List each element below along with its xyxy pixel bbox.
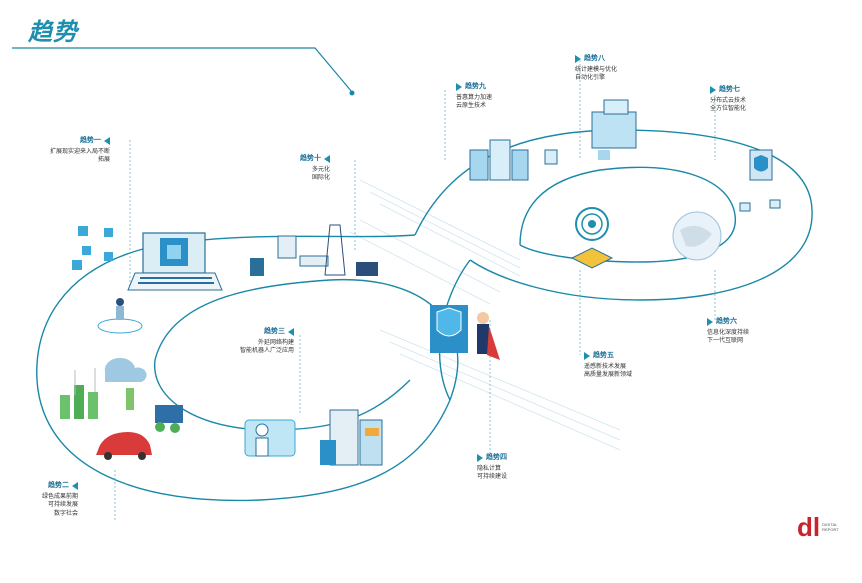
trend-9-line-2: 云原生技术 bbox=[456, 103, 487, 109]
trend-8-line-2: 自动化引擎 bbox=[575, 75, 606, 81]
trend-3-line-1: 外延网络构建 bbox=[258, 339, 295, 346]
trend-7-line-2: 全方位智能化 bbox=[710, 106, 747, 112]
leader-lines bbox=[114, 60, 716, 520]
trend-10-label: 趋势十 多元化 国际化 bbox=[300, 155, 330, 183]
trend-4-line-2: 可持续建设 bbox=[477, 474, 508, 480]
pointer-icon bbox=[104, 137, 111, 146]
trend-10-heading: 趋势十 bbox=[300, 155, 321, 162]
trend-5-line-1: 遥感新技术发展 bbox=[584, 363, 627, 370]
trend-1-line-2: 拓展 bbox=[98, 157, 111, 163]
trend-9-label: 趋势九 普惠算力加速 云原生技术 bbox=[456, 83, 492, 111]
green-city-illustration bbox=[60, 357, 183, 433]
trend-9-line-1: 普惠算力加速 bbox=[456, 94, 493, 101]
pointer-icon bbox=[575, 55, 581, 64]
fingerprint-chip-illustration bbox=[570, 207, 614, 269]
trend-1-heading: 趋势一 bbox=[80, 137, 102, 144]
trend-6-label: 趋势六 信息化深度持续 下一代互联网 bbox=[707, 318, 749, 346]
security-person-illustration bbox=[430, 305, 500, 360]
logo-sub-2: REPORT bbox=[822, 527, 839, 532]
trend-1-label: 趋势一 扩展现实迎来入局不断 拓展 bbox=[50, 137, 111, 165]
logo-sub-1: DIGITAL bbox=[822, 522, 838, 527]
trend-2-line-1: 绿色成果前期 bbox=[42, 493, 79, 500]
laptop-illustration bbox=[127, 232, 223, 291]
trend-4-line-1: 隐私计算 bbox=[477, 465, 502, 472]
trend-5-label: 趋势五 遥感新技术发展 高质量发展新领域 bbox=[584, 352, 632, 380]
infinity-left-lobe bbox=[36, 234, 459, 502]
trend-5-heading: 趋势五 bbox=[593, 352, 614, 359]
car-illustration bbox=[96, 432, 152, 460]
trend-6-line-2: 下一代互联网 bbox=[707, 338, 744, 344]
title-underline bbox=[12, 47, 353, 93]
vr-person-illustration bbox=[97, 298, 143, 334]
logo-subtext: DIGITAL REPORT bbox=[822, 522, 839, 532]
trend-8-line-1: 统计建模与优化 bbox=[575, 66, 618, 73]
pointer-icon bbox=[288, 328, 295, 337]
trend-2-line-3: 数字社会 bbox=[54, 510, 79, 517]
trend-7-heading: 趋势七 bbox=[719, 86, 740, 93]
pointer-icon bbox=[707, 318, 713, 327]
cloud-servers-illustration bbox=[469, 139, 558, 181]
globe-illustration bbox=[672, 211, 722, 261]
trend-10-line-2: 国际化 bbox=[311, 175, 330, 181]
trend-2-line-2: 可持续发展 bbox=[48, 502, 79, 508]
title-underline-dot bbox=[349, 90, 355, 96]
pointer-icon bbox=[72, 482, 79, 491]
pointer-icon bbox=[456, 83, 462, 92]
robot-illustration bbox=[244, 419, 296, 457]
logo-mark: dl bbox=[797, 512, 821, 542]
shield-document-illustration bbox=[739, 149, 781, 212]
pointer-icon bbox=[584, 352, 590, 361]
trend-3-heading: 趋势三 bbox=[264, 328, 286, 335]
trend-2-heading: 趋势二 bbox=[48, 482, 70, 489]
server-rack-illustration bbox=[320, 409, 383, 466]
trend-1-line-1: 扩展现实迎来入局不断 bbox=[50, 148, 111, 155]
trend-4-label: 趋势四 隐私计算 可持续建设 bbox=[477, 454, 507, 482]
page-title: 趋势 bbox=[28, 19, 78, 46]
trend-7-line-1: 分布式云技术 bbox=[710, 97, 747, 104]
background-streaks bbox=[349, 179, 621, 451]
trend-3-label: 趋势三 外延网络构建 智能机器人广泛应用 bbox=[240, 328, 295, 356]
pointer-icon bbox=[710, 86, 716, 95]
trend-8-heading: 趋势八 bbox=[584, 55, 605, 62]
pointer-icon bbox=[477, 454, 483, 463]
trend-6-heading: 趋势六 bbox=[716, 318, 737, 325]
data-cubes-illustration bbox=[591, 99, 637, 160]
trend-2-label: 趋势二 绿色成果前期 可持续发展 数字社会 bbox=[42, 482, 79, 518]
trend-5-line-2: 高质量发展新领域 bbox=[584, 372, 633, 378]
floating-cubes bbox=[72, 226, 113, 270]
trend-10-line-1: 多元化 bbox=[311, 166, 330, 173]
trend-4-heading: 趋势四 bbox=[486, 454, 507, 461]
trend-9-heading: 趋势九 bbox=[465, 83, 486, 90]
network-devices-illustration bbox=[250, 224, 378, 276]
trend-3-line-2: 智能机器人广泛应用 bbox=[240, 348, 295, 354]
trend-6-line-1: 信息化深度持续 bbox=[707, 329, 750, 336]
trend-7-label: 趋势七 分布式云技术 全方位智能化 bbox=[710, 86, 746, 114]
trend-8-label: 趋势八 统计建模与优化 自动化引擎 bbox=[575, 55, 617, 83]
brand-logo: dl DIGITAL REPORT bbox=[797, 514, 839, 540]
pointer-icon bbox=[324, 155, 330, 164]
